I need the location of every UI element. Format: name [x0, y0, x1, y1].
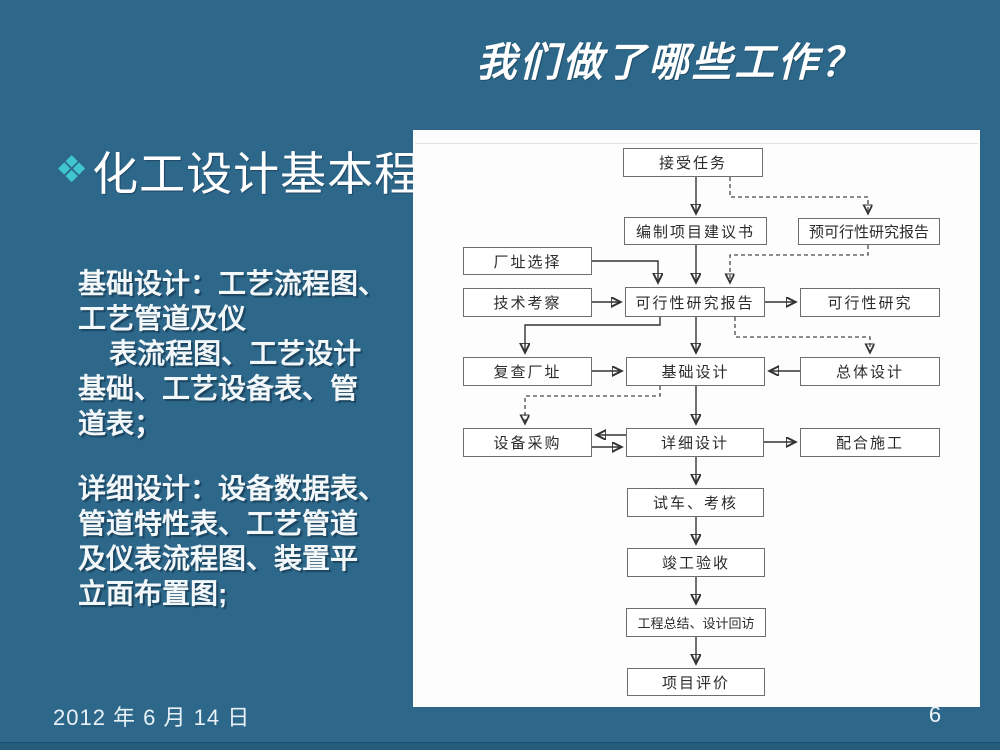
- flow-node-feasibility-report: 可行性研究报告: [625, 287, 765, 317]
- flow-node-project-evaluation: 项目评价: [627, 668, 765, 696]
- text-line: 道表；: [78, 408, 163, 439]
- flow-node-site-review: 复查厂址: [463, 357, 592, 386]
- basic-design-text-block: 基础设计：工艺流程图、 工艺管道及仪 表流程图、工艺设计 基础、工艺设备表、管 …: [78, 266, 418, 441]
- text-line: 立面布置图;: [78, 578, 228, 609]
- flow-node-overall-design: 总体设计: [800, 357, 940, 386]
- slide-title: 我们做了哪些工作？: [476, 40, 864, 85]
- flow-node-feasibility-study: 可行性研究: [800, 288, 940, 317]
- footer-date: 2012 年 6 月 14 日: [53, 705, 251, 730]
- text-line: 基础、工艺设备表、管: [78, 373, 359, 404]
- detailed-design-text-block: 详细设计：设备数据表、 管道特性表、工艺管道 及仪表流程图、装置平 立面布置图;: [78, 471, 418, 611]
- flow-node-project-summary-review: 工程总结、设计回访: [626, 608, 766, 637]
- diamond-bullet-icon: ❖: [55, 148, 89, 191]
- page-number: 6: [928, 702, 942, 727]
- section-heading: 化工设计基本程: [92, 149, 422, 200]
- flowchart-panel: 接受任务 编制项目建议书 预可行性研究报告 厂址选择 技术考察 可行性研究报告 …: [413, 130, 980, 707]
- flow-node-technical-survey: 技术考察: [463, 288, 592, 317]
- flow-node-construction-support: 配合施工: [800, 428, 940, 457]
- text-line: 详细设计：设备数据表、: [78, 473, 387, 504]
- flow-node-site-selection: 厂址选择: [463, 247, 592, 275]
- flow-node-completion-acceptance: 竣工验收: [627, 548, 765, 577]
- flow-node-trial-run-assessment: 试车、考核: [627, 488, 764, 517]
- text-line: 及仪表流程图、装置平: [78, 543, 359, 574]
- panel-hairline: [415, 143, 978, 144]
- flow-node-equipment-procurement: 设备采购: [463, 428, 592, 457]
- text-line: 管道特性表、工艺管道: [78, 508, 359, 539]
- footer-band: [0, 742, 1000, 750]
- flow-node-pre-feasibility-report: 预可行性研究报告: [798, 218, 940, 245]
- text-line: 基础设计：工艺流程图、: [78, 268, 387, 299]
- text-line: 工艺管道及仪: [78, 303, 247, 334]
- section-heading-row: ❖化工设计基本程: [55, 138, 655, 204]
- flow-node-basic-design: 基础设计: [626, 357, 765, 386]
- flow-node-prepare-proposal: 编制项目建议书: [624, 217, 767, 245]
- flow-node-accept-task: 接受任务: [623, 148, 763, 177]
- flow-node-detailed-design: 详细设计: [626, 428, 764, 457]
- text-line: 表流程图、工艺设计: [78, 338, 362, 369]
- flowchart-connectors: [413, 177, 980, 707]
